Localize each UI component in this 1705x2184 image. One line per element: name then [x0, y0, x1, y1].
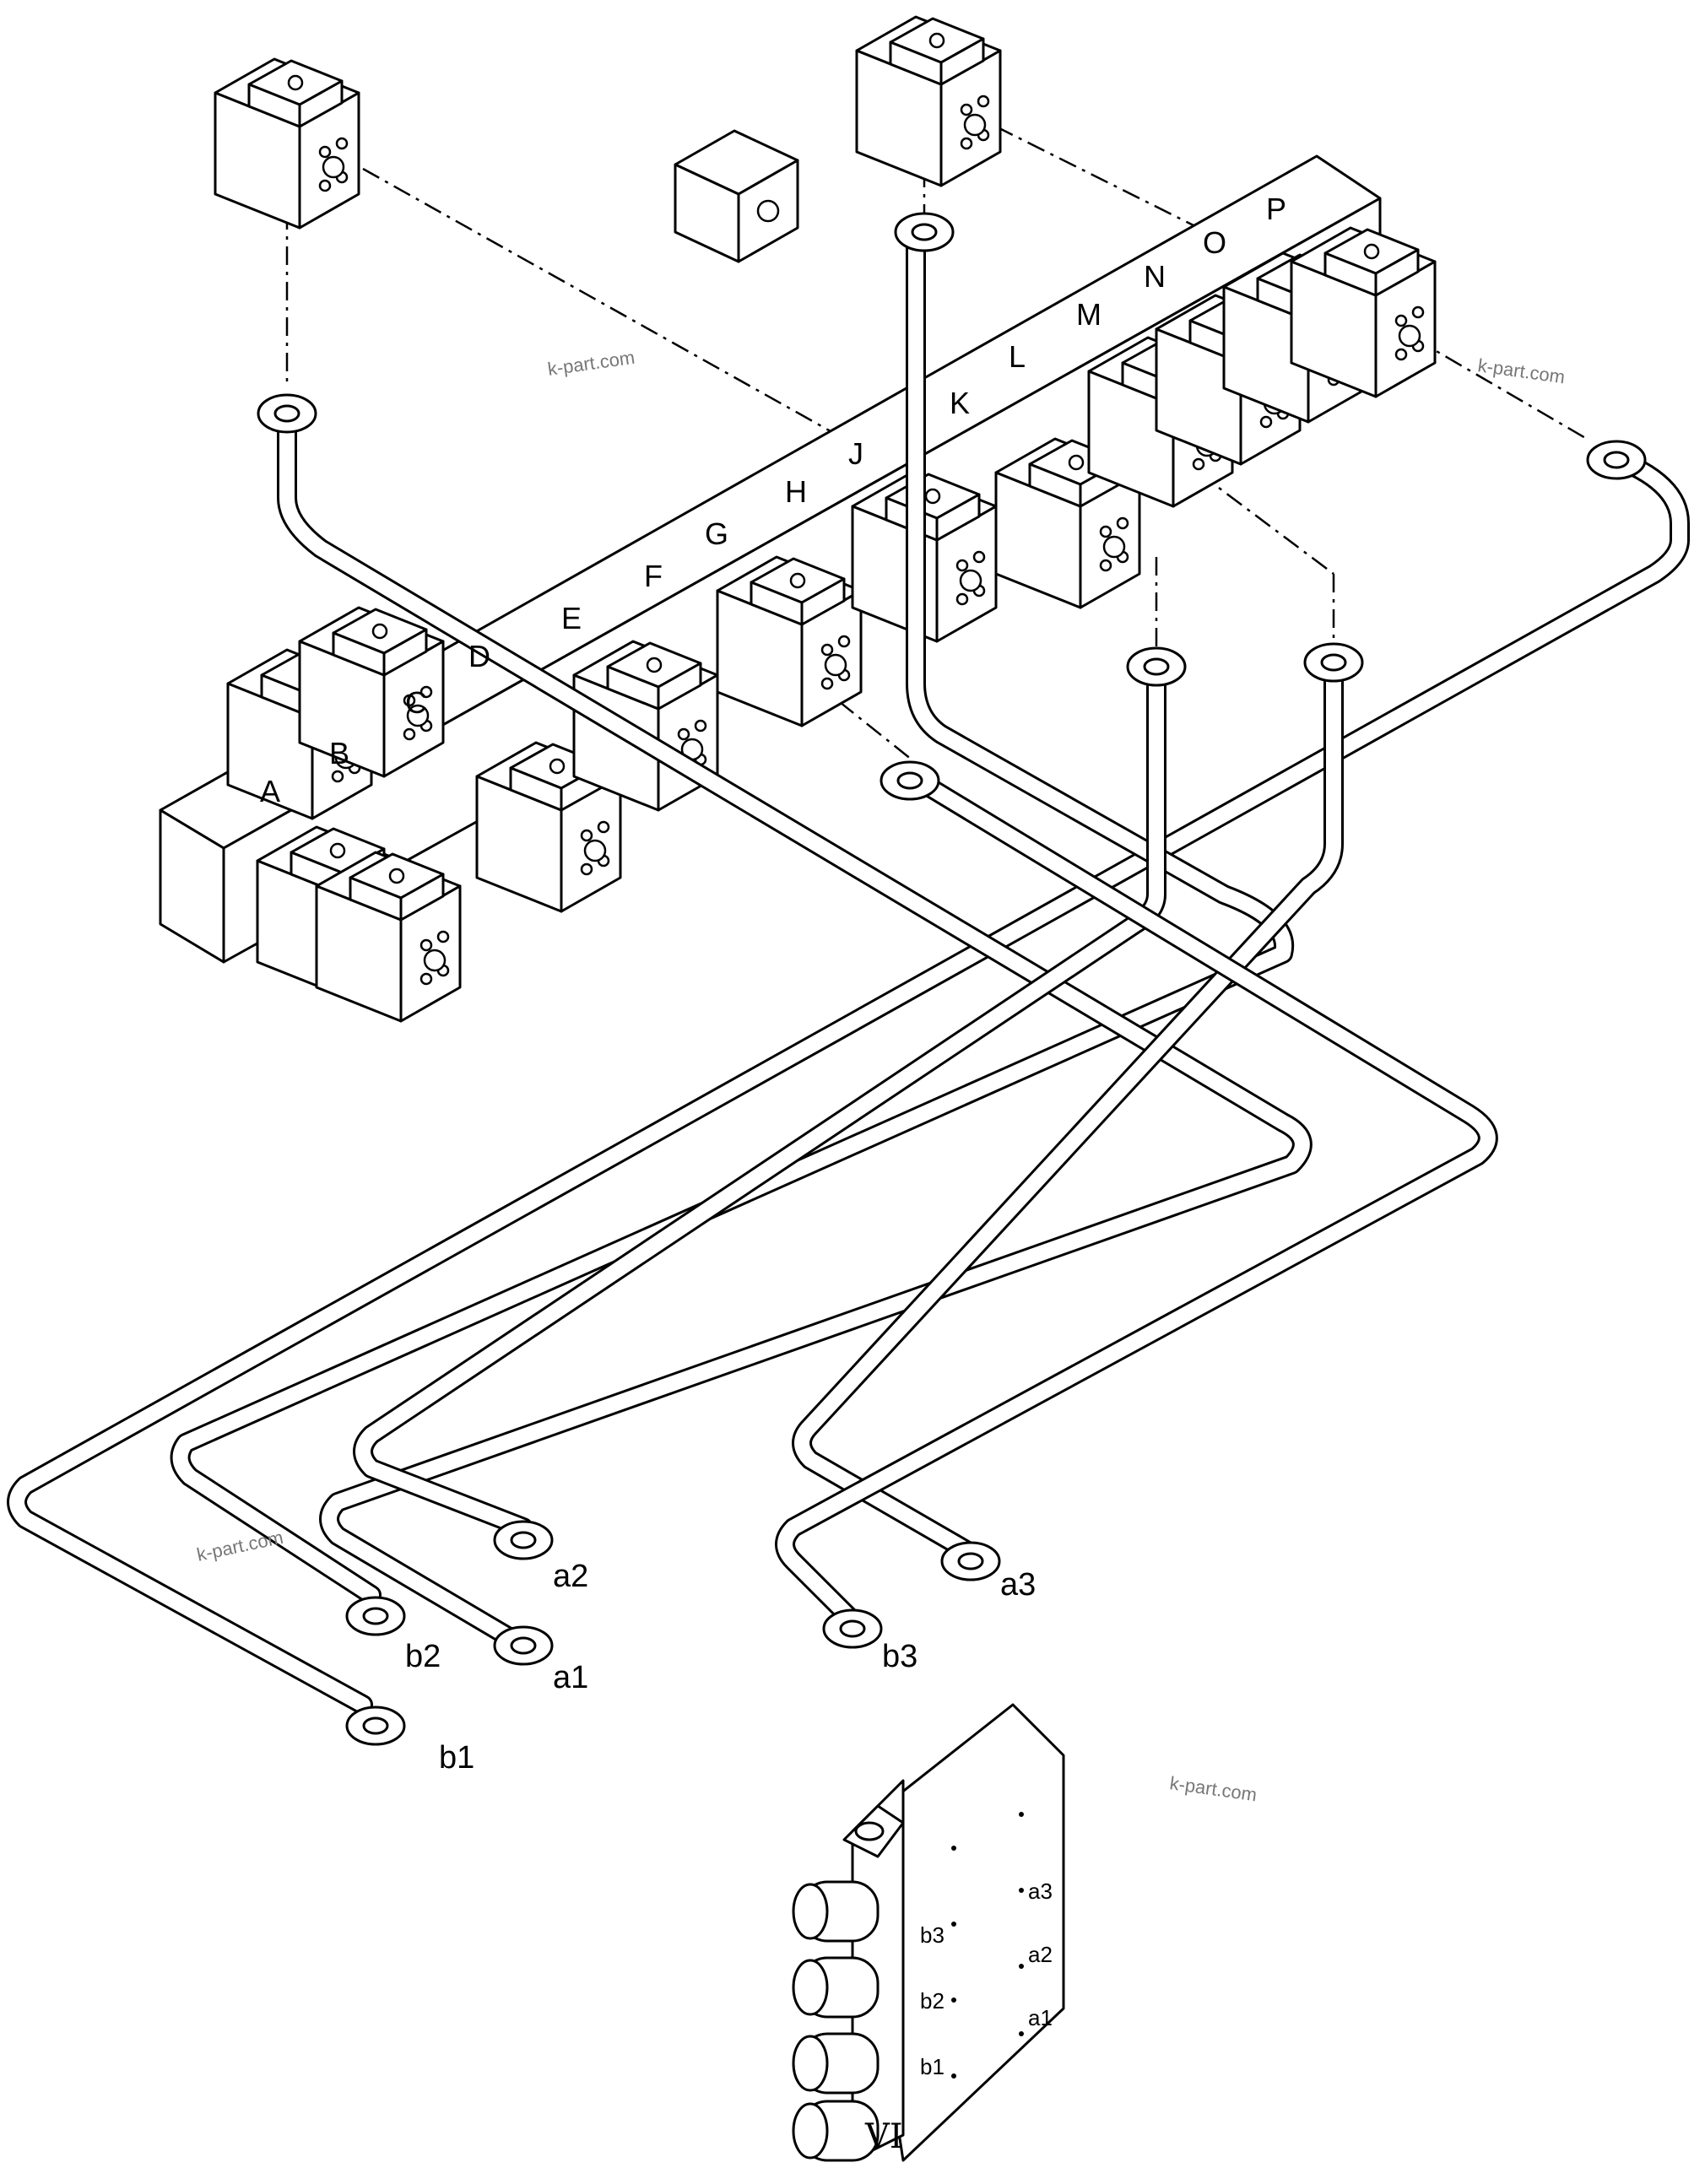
hydraulic-pipes [7, 218, 1690, 1715]
port-a3: a3 [1000, 1567, 1036, 1603]
loose-valve-block-right [855, 15, 1002, 187]
manifold-port-a2: a2 [1028, 1942, 1053, 1967]
label-A: A [260, 774, 280, 808]
label-M: M [1076, 297, 1101, 332]
label-K: K [950, 386, 970, 420]
label-G: G [705, 516, 728, 551]
label-L: L [1009, 339, 1026, 374]
port-b2: b2 [405, 1639, 441, 1674]
label-H: H [785, 474, 807, 509]
manifold-port-holes [951, 1812, 1024, 2079]
label-D: D [468, 639, 490, 673]
manifold-label: VI [864, 2117, 903, 2156]
manifold-spool-caps [792, 1880, 880, 2162]
control-manifold-vi: b3 b2 b1 a3 a2 a1 VI [792, 1703, 1065, 2162]
label-N: N [1144, 259, 1166, 294]
label-C: C [405, 685, 427, 720]
loose-valve-block-left [214, 57, 360, 230]
port-b3: b3 [882, 1639, 917, 1674]
loose-cube-middle [674, 129, 799, 263]
manifold-port-b2: b2 [920, 1988, 945, 2014]
label-P: P [1266, 192, 1286, 226]
manifold-port-a3: a3 [1028, 1879, 1053, 1904]
port-b1: b1 [439, 1740, 474, 1776]
watermark-4: k-part.com [1168, 1772, 1258, 1805]
pipe-port-labels: a2 a1 b2 b1 a3 b3 [405, 1559, 1036, 1776]
label-J: J [848, 436, 863, 471]
label-F: F [644, 559, 663, 593]
manifold-port-a1: a1 [1028, 2005, 1053, 2030]
label-E: E [561, 601, 582, 635]
watermark-1: k-part.com [546, 347, 636, 380]
port-a2: a2 [553, 1559, 588, 1594]
port-a1: a1 [553, 1660, 588, 1695]
watermark-3: k-part.com [195, 1527, 285, 1565]
valve-letter-labels: A B C D E F G H J K L M N O P [260, 192, 1286, 808]
label-B: B [329, 736, 349, 770]
manifold-port-b1: b1 [920, 2054, 945, 2079]
manifold-port-b3: b3 [920, 1922, 945, 1948]
label-O: O [1203, 225, 1226, 260]
